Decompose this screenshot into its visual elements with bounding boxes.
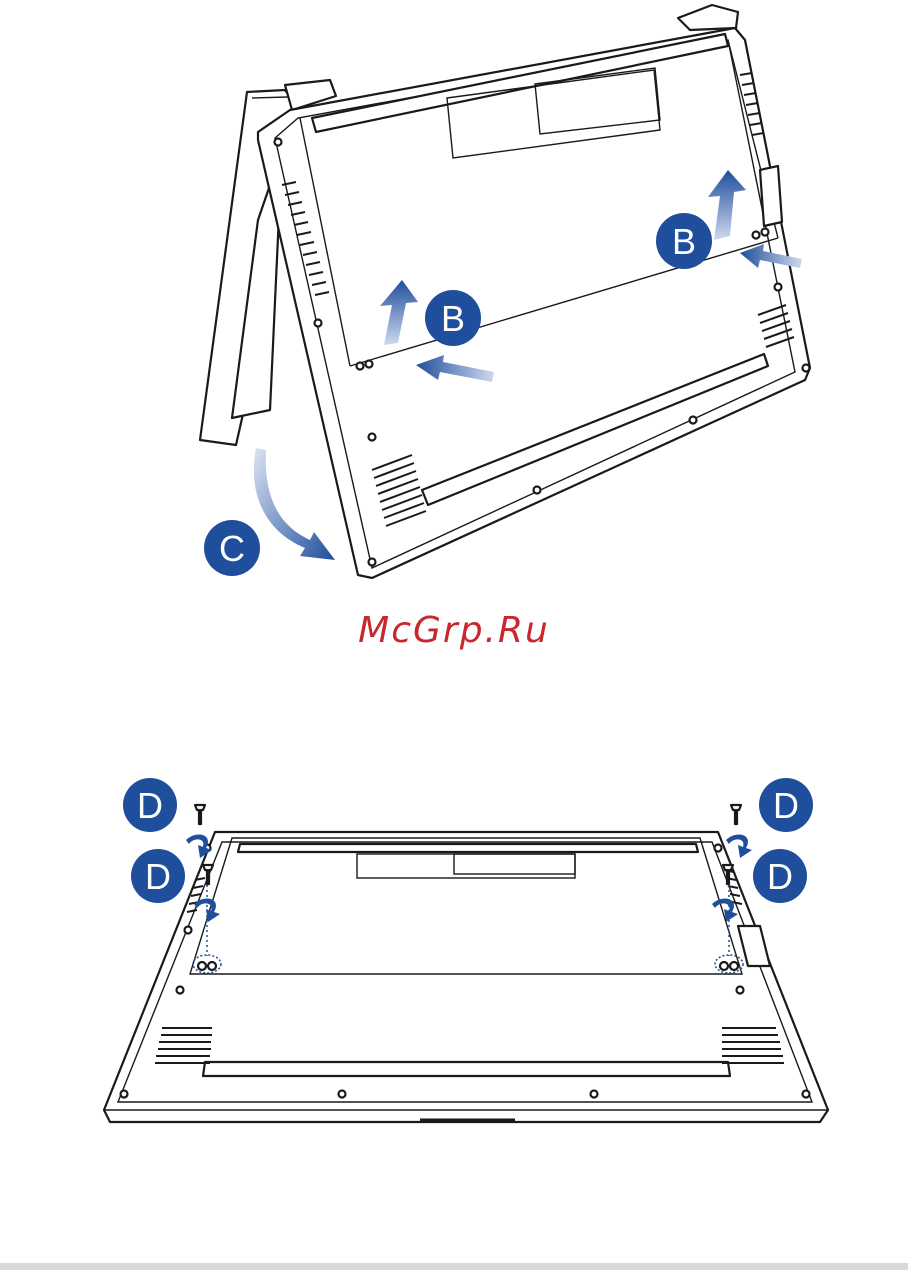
callout-c: C — [204, 520, 260, 576]
laptop-base-bottom — [258, 28, 810, 578]
svg-text:D: D — [767, 856, 793, 897]
hinge-right — [678, 5, 738, 30]
tent-mode-illustration: B B C — [0, 0, 908, 600]
bottom-view-illustration: D D D D — [0, 770, 908, 1150]
svg-text:D: D — [137, 785, 163, 826]
laptop-bottom-panel — [104, 832, 828, 1122]
callout-d-mid-right: D — [753, 849, 807, 903]
watermark-text: McGrp.Ru — [358, 610, 550, 651]
svg-text:D: D — [773, 785, 799, 826]
callout-d-top-right: D — [759, 778, 813, 832]
svg-text:B: B — [672, 221, 696, 262]
screw-icon — [731, 805, 741, 824]
callout-b-right: B — [656, 213, 712, 269]
svg-text:B: B — [441, 298, 465, 339]
watermark: McGrp.Ru — [0, 610, 908, 651]
callout-d-mid-left: D — [131, 849, 185, 903]
curved-arrow-icon — [254, 448, 335, 560]
svg-text:C: C — [219, 528, 245, 569]
screw-icon — [195, 805, 205, 824]
callout-d-top-left: D — [123, 778, 177, 832]
page-footer-bar — [0, 1263, 908, 1270]
svg-text:D: D — [145, 856, 171, 897]
callout-b-left: B — [425, 290, 481, 346]
